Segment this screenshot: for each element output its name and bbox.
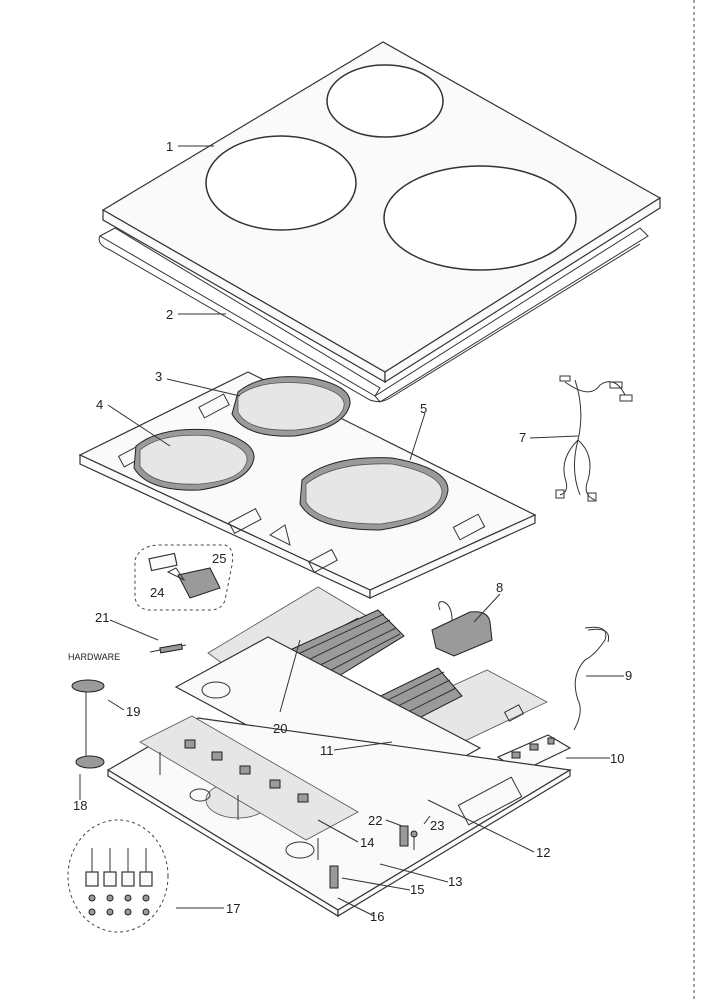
hardware-text: HARDWARE: [68, 652, 120, 662]
part-number-labels: 1 2 3 4 5 7 8 9 10 11 12 13 14 15 16 17 …: [73, 139, 632, 924]
part-23-screw: [410, 830, 418, 850]
label-21: 21: [95, 610, 109, 625]
part-2-gasket: [98, 227, 649, 403]
label-25: 25: [212, 551, 226, 566]
label-2: 2: [166, 307, 173, 322]
part-3-coil-rear: [231, 376, 351, 437]
part-1-glass-cooktop: [101, 41, 662, 384]
label-14: 14: [360, 835, 374, 850]
part-19-foot: [71, 679, 105, 693]
burner-right: [383, 165, 577, 271]
label-17: 17: [226, 901, 240, 916]
label-16: 16: [370, 909, 384, 924]
part-14-control-board: [139, 715, 359, 860]
label-12: 12: [536, 845, 550, 860]
part-22-spring: [399, 825, 409, 847]
burner-left: [205, 135, 357, 231]
label-19: 19: [126, 704, 140, 719]
part-21-hardware-screw: HARDWARE: [68, 643, 187, 662]
label-1: 1: [166, 139, 173, 154]
burner-top: [326, 64, 444, 138]
label-7: 7: [519, 430, 526, 445]
label-20: 20: [273, 721, 287, 736]
label-11: 11: [320, 743, 334, 758]
label-13: 13: [448, 874, 462, 889]
label-5: 5: [420, 401, 427, 416]
label-15: 15: [410, 882, 424, 897]
part-18-foot: [75, 755, 105, 769]
part-8-fan: [431, 601, 493, 657]
part-17-clip-set: [67, 819, 169, 933]
part-7-wiring-harness: [555, 375, 633, 502]
label-4: 4: [96, 397, 103, 412]
label-23: 23: [430, 818, 444, 833]
leader-lines: [79, 145, 624, 917]
label-10: 10: [610, 751, 624, 766]
part-4-coil-left: [133, 428, 255, 491]
inset-parts-24-25: [134, 544, 234, 611]
part-15-spacer: [329, 865, 339, 889]
label-24: 24: [150, 585, 164, 600]
label-9: 9: [625, 668, 632, 683]
label-3: 3: [155, 369, 162, 384]
label-18: 18: [73, 798, 87, 813]
label-8: 8: [496, 580, 503, 595]
part-5-coil-large: [299, 457, 449, 531]
label-22: 22: [368, 813, 382, 828]
part-9-power-cable: [573, 626, 610, 731]
